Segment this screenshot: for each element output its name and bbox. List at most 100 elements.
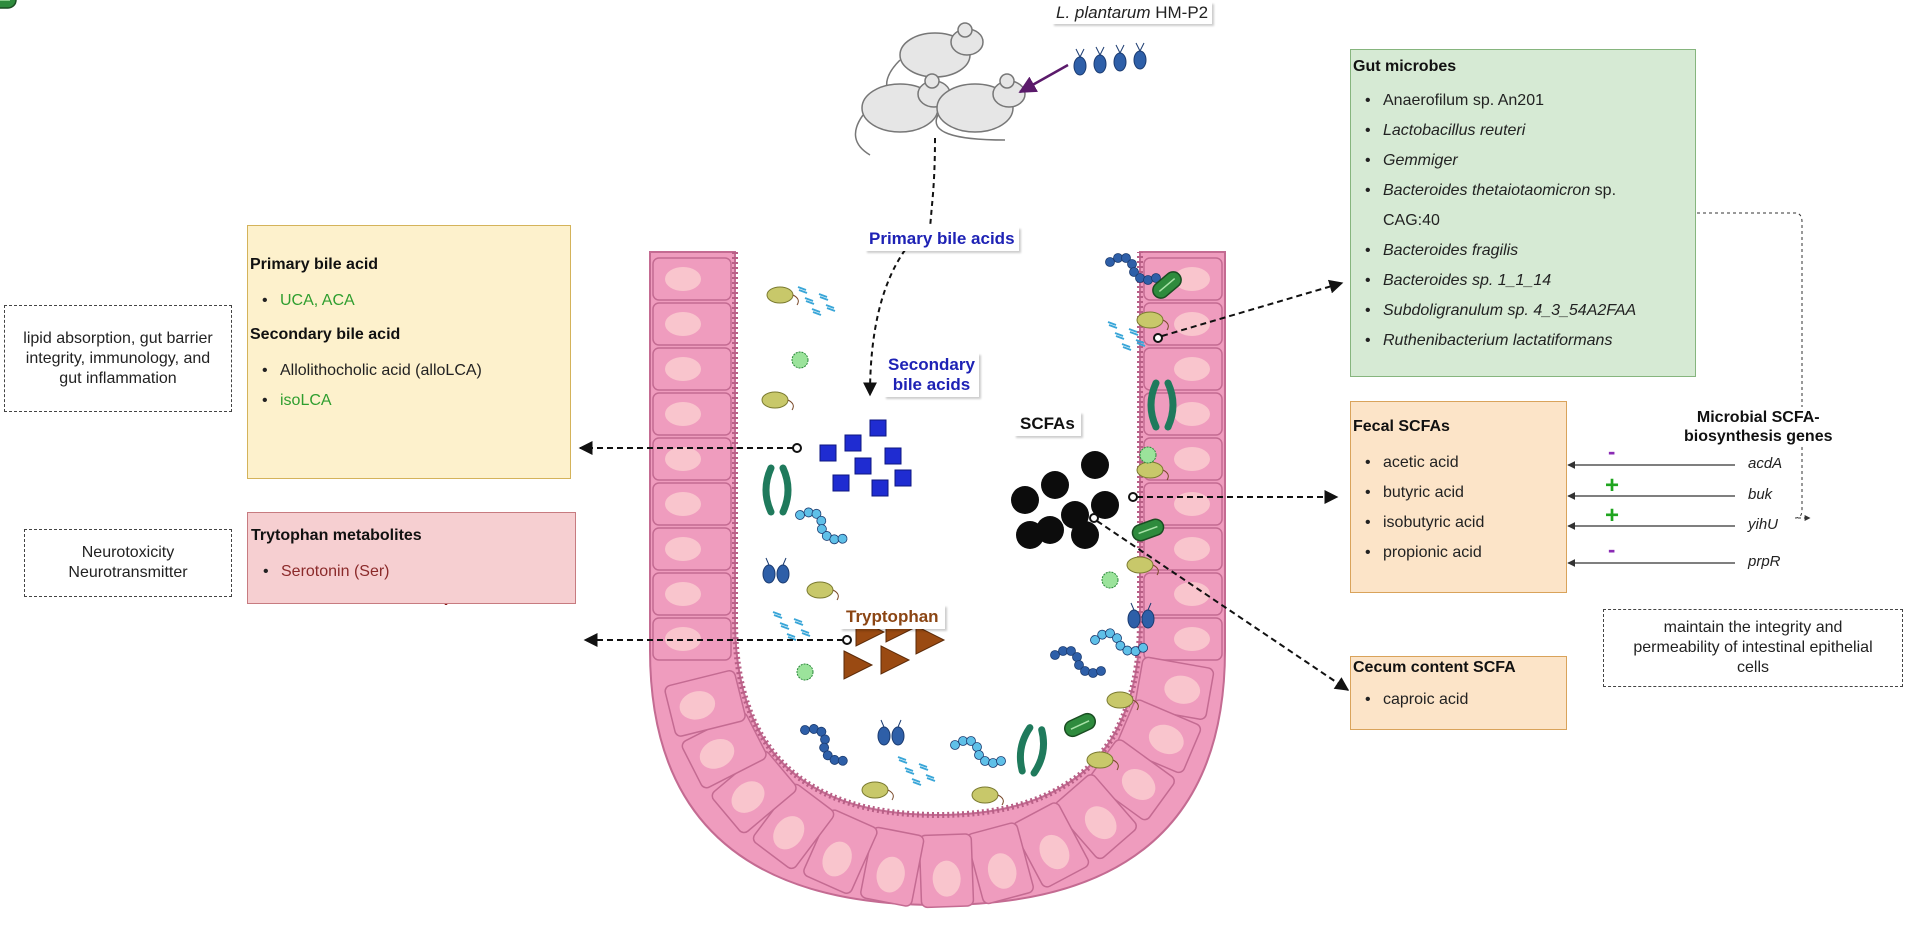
tryptophan-molecule bbox=[880, 645, 911, 675]
epithelial-cell bbox=[711, 750, 797, 834]
fecal-scfa-item: isobutyric acid bbox=[1365, 508, 1566, 538]
cell-nucleus bbox=[1174, 402, 1210, 426]
intestine-illustration bbox=[649, 251, 1226, 909]
epithelial-cell bbox=[966, 822, 1034, 905]
gut-microbe-name: Ruthenibacterium lactatiformans bbox=[1383, 332, 1613, 349]
gene-name: acdA bbox=[1748, 455, 1783, 472]
cell-nucleus bbox=[665, 582, 701, 606]
genes-title-line2: biosynthesis genes bbox=[1684, 428, 1833, 445]
trp-note-line: Neurotoxicity bbox=[81, 544, 175, 561]
epithelial-cell bbox=[1134, 656, 1215, 720]
bile-acid-square bbox=[844, 434, 862, 452]
gene-arrows bbox=[1567, 461, 1735, 567]
gene-name: buk bbox=[1748, 486, 1773, 503]
primary-bile-acid-title: Primary bile acid bbox=[250, 256, 379, 273]
cell-nucleus bbox=[665, 492, 701, 516]
strain-label: L. plantarum HM-P2 bbox=[1052, 2, 1213, 24]
gene-effect-sign: + bbox=[1605, 472, 1620, 499]
serotonin-item: Serotonin (Ser) bbox=[263, 557, 575, 587]
genes-title: Microbial SCFA- biosynthesis genes bbox=[1680, 407, 1837, 447]
secondary-bile-acid-title: Secondary bile acid bbox=[250, 326, 401, 343]
tryptophan-molecule bbox=[843, 650, 874, 680]
bile-note-line: integrity, immunology, and bbox=[25, 349, 211, 367]
tryptophan-metabolites-box: Trytophan metabolites Serotonin (Ser) bbox=[247, 512, 576, 604]
fecal-scfas-box: Fecal SCFAs acetic acid butyric acid iso… bbox=[1350, 401, 1567, 593]
bile-acid-box: Primary bile acid UCA, ACA Secondary bil… bbox=[247, 225, 571, 479]
administration-arrow bbox=[1018, 63, 1069, 94]
oval-bacterium bbox=[761, 391, 794, 411]
cell-nucleus bbox=[1174, 582, 1210, 606]
gut-microbe-item: CAG:40 bbox=[1383, 206, 1695, 236]
cecum-scfa-title: Cecum content SCFA bbox=[1353, 659, 1516, 676]
scfa-molecule bbox=[1071, 521, 1099, 549]
diplococcus bbox=[1127, 602, 1155, 629]
coccus-chain bbox=[1050, 646, 1106, 678]
secondary-bile-acid-squares bbox=[819, 419, 912, 497]
fecal-scfa-item: propionic acid bbox=[1365, 538, 1566, 568]
scfa-note-line: permeability of intestinal epithelial bbox=[1633, 639, 1873, 656]
tryptophan-function-note: Neurotoxicity Neurotransmitter bbox=[24, 529, 232, 597]
scfa-circles bbox=[1011, 451, 1119, 549]
microvilli-border bbox=[732, 252, 1143, 819]
gut-microbe-name: Bacteroides fragilis bbox=[1383, 242, 1519, 259]
filament-cluster bbox=[1107, 321, 1146, 351]
genes-title-line1: Microbial SCFA- bbox=[1696, 409, 1820, 426]
primary-bile-acids-label: Primary bile acids bbox=[865, 227, 1019, 251]
secondary-bile-acids-label: Secondary bile acids bbox=[884, 353, 979, 397]
tryptophan-molecule bbox=[915, 625, 946, 655]
bile-function-note: lipid absorption, gut barrier integrity,… bbox=[4, 305, 232, 412]
scfa-note-line: maintain the integrity and bbox=[1663, 619, 1843, 636]
gut-microbes-title: Gut microbes bbox=[1353, 58, 1457, 75]
scfa-molecule bbox=[1016, 521, 1044, 549]
oval-bacterium bbox=[971, 786, 1004, 806]
cell-nucleus bbox=[665, 312, 701, 336]
filament-cluster bbox=[797, 286, 836, 316]
bile-acid-square bbox=[884, 447, 902, 465]
gut-microbe-name: Lactobacillus reuteri bbox=[1383, 122, 1526, 139]
secondary-bile-acid-item-allolca: Allolithocholic acid (alloLCA) bbox=[262, 356, 570, 386]
cell-nucleus bbox=[1174, 537, 1210, 561]
cell-nucleus bbox=[665, 402, 701, 426]
diplococcus bbox=[762, 557, 790, 584]
rod-bacterium bbox=[1063, 712, 1097, 738]
gut-microbe-suffix: sp. bbox=[1590, 182, 1617, 199]
cell-nucleus bbox=[665, 447, 701, 471]
fecal-scfa-item: acetic acid bbox=[1365, 448, 1566, 478]
bile-acid-square bbox=[854, 457, 872, 475]
gut-microbe-item: Ruthenibacterium lactatiformans bbox=[1365, 326, 1695, 356]
scfa-note-line: cells bbox=[1736, 659, 1769, 676]
gut-microbe-name: Anaerofilum sp. An201 bbox=[1383, 92, 1544, 109]
scfa-molecule bbox=[1041, 471, 1069, 499]
tryptophan-label: Tryptophan bbox=[840, 605, 945, 629]
epithelial-cells bbox=[652, 257, 1223, 909]
cell-nucleus bbox=[1174, 492, 1210, 516]
cell-nucleus bbox=[665, 267, 701, 291]
cecum-scfa-item: caproic acid bbox=[1365, 685, 1566, 715]
mice-illustration bbox=[854, 22, 1026, 156]
gene-name: prpR bbox=[1748, 553, 1781, 570]
fecal-scfa-item: butyric acid bbox=[1365, 478, 1566, 508]
mice-to-lumen-arrow bbox=[929, 137, 936, 229]
primary-to-secondary-arrow bbox=[863, 249, 906, 397]
cell-nucleus bbox=[1174, 267, 1210, 291]
gene-effect-sign: - bbox=[1608, 537, 1616, 562]
epithelial-cell bbox=[1012, 802, 1090, 888]
gut-microbe-item: Lactobacillus reuteri bbox=[1365, 116, 1695, 146]
secondary-bile-acid-item-isolca: isoLCA bbox=[262, 386, 570, 416]
gut-microbe-item: Bacteroides fragilis bbox=[1365, 236, 1695, 266]
epithelial-cell bbox=[918, 833, 975, 909]
bile-acid-square bbox=[819, 444, 837, 462]
coccus-chain bbox=[795, 507, 848, 545]
gut-microbe-item: Subdoligranulum sp. 4_3_54A2FAA bbox=[1365, 296, 1695, 326]
trp-note-line: Neurotransmitter bbox=[68, 564, 188, 581]
secondary-bile-acids-line2: bile acids bbox=[892, 375, 971, 394]
cecum-scfa-box: Cecum content SCFA caproic acid bbox=[1350, 656, 1567, 730]
cell-nucleus bbox=[665, 537, 701, 561]
l-plantarum-bacteria bbox=[1073, 42, 1147, 76]
coccus-chain bbox=[1090, 628, 1148, 657]
gene-name: yihU bbox=[1748, 516, 1779, 533]
strain-name: L. plantarum bbox=[1056, 3, 1151, 22]
epithelial-cell bbox=[664, 670, 746, 737]
virus-particle bbox=[796, 663, 814, 681]
